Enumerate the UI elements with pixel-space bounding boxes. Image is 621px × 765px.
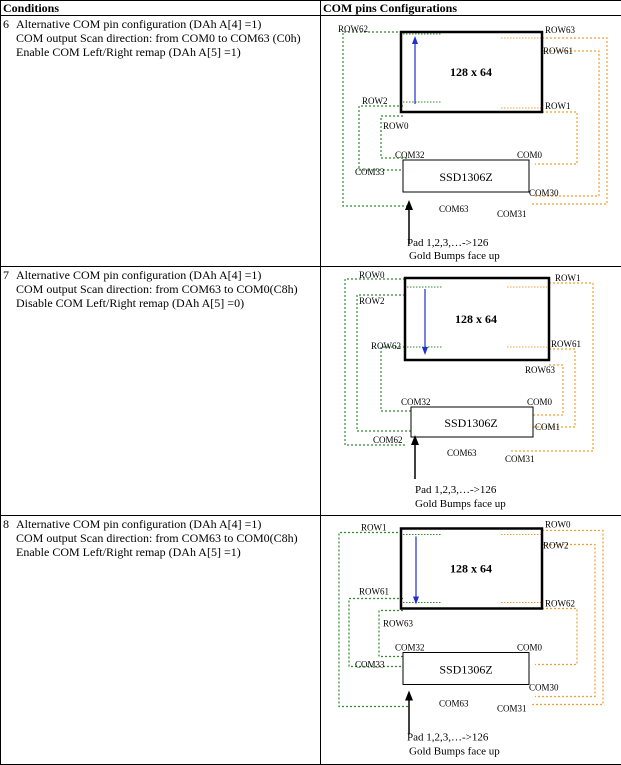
pad-arrow (411, 435, 419, 479)
pin-label: COM0 (527, 397, 553, 407)
bumps-label: Gold Bumps face up (409, 250, 500, 262)
green-trace (343, 32, 409, 206)
pin-label: COM0 (517, 150, 543, 160)
header-row: Conditions COM pins Configurations (1, 1, 621, 16)
com-pins-header: COM pins Configurations (321, 1, 621, 16)
pin-label: ROW0 (383, 121, 409, 131)
orange-trace (535, 51, 599, 196)
pin-label: COM32 (401, 397, 431, 407)
pin-label: ROW1 (545, 101, 571, 111)
pin-label: ROW61 (543, 46, 573, 56)
pin-label: ROW61 (551, 339, 581, 349)
scan-direction-arrow (412, 36, 418, 104)
scan-direction-arrow (422, 289, 428, 355)
diagram-cell: 128 x 64 SSD1306Z ROW0 ROW1 ROW2 ROW62 R… (321, 267, 621, 516)
chip-label: SSD1306Z (439, 663, 492, 677)
scan-direction-arrow (413, 537, 419, 605)
diagram-cell: 128 x 64 SSD1306Z ROW62 ROW63 ROW61 ROW2… (321, 16, 621, 267)
condition-line: Alternative COM pin configuration (DAh A… (16, 17, 261, 31)
bumps-label: Gold Bumps face up (415, 498, 506, 510)
pin-label: ROW63 (545, 25, 575, 35)
pad-label: Pad 1,2,3,…->126 (415, 484, 497, 496)
pin-label: COM32 (395, 150, 425, 160)
com-pin-diagram: 128 x 64 SSD1306Z ROW62 ROW63 ROW61 ROW2… (321, 16, 621, 264)
pin-label: ROW62 (371, 341, 401, 351)
orange-trace (535, 609, 577, 665)
pin-label: ROW62 (545, 599, 575, 609)
condition-line: Alternative COM pin configuration (DAh A… (16, 268, 261, 282)
pin-label: COM33 (355, 167, 385, 177)
pin-label: ROW2 (362, 96, 388, 106)
condition-line: Alternative COM pin configuration (DAh A… (16, 517, 261, 531)
row-number: 7 (3, 268, 16, 282)
pin-label: COM63 (447, 448, 477, 458)
orange-trace (535, 545, 595, 697)
condition-line: Enable COM Left/Right remap (DAh A[5] =1… (3, 45, 318, 59)
pin-label: COM32 (395, 643, 425, 653)
condition-line: Disable COM Left/Right remap (DAh A[5] =… (3, 296, 318, 310)
conditions-header: Conditions (1, 1, 321, 16)
pin-label: COM31 (505, 454, 535, 464)
pin-label: COM30 (529, 188, 559, 198)
condition-line: COM output Scan direction: from COM63 to… (3, 282, 318, 296)
pin-label: COM1 (535, 422, 560, 432)
pin-label: ROW62 (338, 24, 368, 34)
pin-label: ROW0 (359, 270, 385, 280)
diagram-cell: 128 x 64 SSD1306Z ROW1 ROW0 ROW2 ROW61 R… (321, 516, 621, 765)
pin-label: ROW1 (555, 273, 581, 283)
panel-label: 128 x 64 (450, 65, 492, 79)
pin-label: ROW1 (361, 523, 387, 533)
pin-label: ROW63 (525, 365, 555, 375)
pin-label: COM62 (373, 435, 403, 445)
chip-label: SSD1306Z (444, 416, 497, 430)
pin-label: COM63 (439, 204, 469, 214)
pin-label: COM63 (439, 699, 469, 709)
bumps-label: Gold Bumps face up (409, 746, 500, 758)
row-number: 6 (3, 17, 16, 31)
pin-label: ROW2 (543, 541, 569, 551)
chip-label: SSD1306Z (439, 170, 492, 184)
condition-line: COM output Scan direction: from COM0 to … (3, 31, 318, 45)
pin-label: ROW63 (383, 619, 413, 629)
com-pin-diagram: 128 x 64 SSD1306Z ROW1 ROW0 ROW2 ROW61 R… (321, 516, 621, 764)
pin-label: ROW61 (359, 587, 389, 597)
com-pin-diagram: 128 x 64 SSD1306Z ROW0 ROW1 ROW2 ROW62 R… (321, 267, 621, 515)
pad-arrow (405, 691, 413, 735)
pin-label: COM31 (497, 704, 527, 714)
row-number: 8 (3, 517, 16, 531)
pad-label: Pad 1,2,3,…->126 (407, 732, 489, 744)
pin-label: ROW2 (359, 296, 385, 306)
panel-label: 128 x 64 (450, 562, 492, 576)
condition-line: COM output Scan direction: from COM63 to… (3, 531, 318, 545)
condition-line: Enable COM Left/Right remap (DAh A[5] =1… (3, 545, 318, 559)
panel-label: 128 x 64 (455, 312, 497, 326)
pin-label: COM31 (497, 209, 527, 219)
pin-label: ROW0 (545, 520, 571, 530)
pin-label: COM0 (517, 643, 543, 653)
pad-label: Pad 1,2,3,…->126 (407, 237, 489, 249)
pin-label: COM33 (355, 660, 385, 670)
pin-label: COM30 (529, 683, 559, 693)
